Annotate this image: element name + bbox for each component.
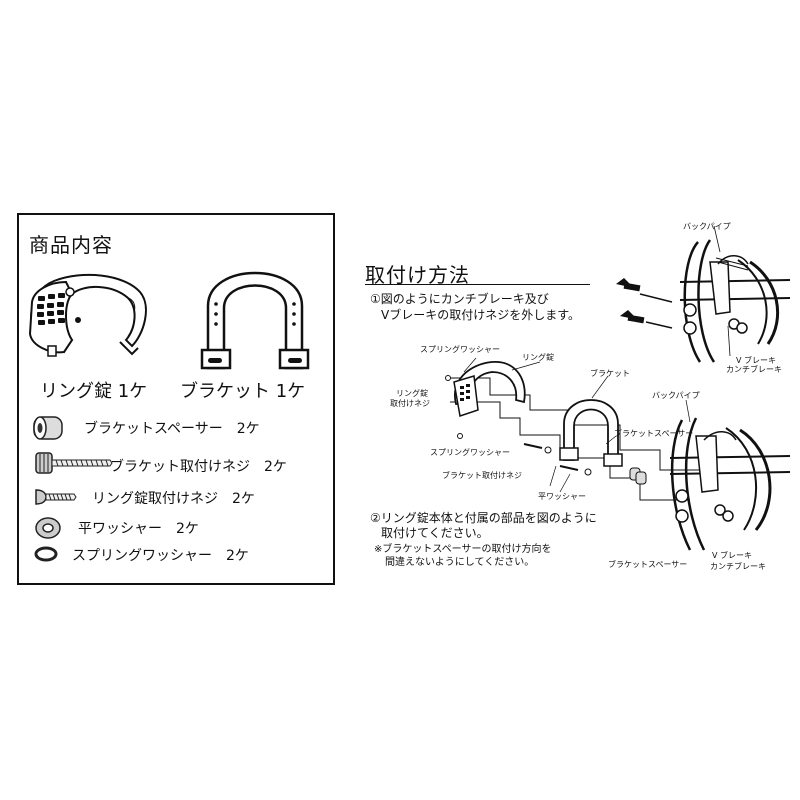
- part-bracket-screw: ブラケット取付けネジ 2ケ: [110, 459, 287, 475]
- part-bracket-spacer: ブラケットスペーサー 2ケ: [84, 421, 260, 437]
- note-line1: ※ブラケットスペーサーの取付け方向を: [374, 544, 552, 555]
- part-flat-washer: 平ワッシャー 2ケ: [78, 521, 199, 537]
- part-spring-washer: スプリングワッシャー 2ケ: [72, 548, 249, 564]
- d2-bracket-screw-label: ブラケット取付けネジ: [442, 471, 522, 480]
- d2-ring-lock-screw-label-1: リング錠: [396, 389, 428, 398]
- ring-lock-image: [28, 273, 147, 357]
- diagram-assembly: [445, 357, 791, 551]
- d2-bracket-spacer-upper-label: ブラケットスペーサー: [614, 429, 694, 438]
- step2-line2: 取付けてください。: [381, 526, 489, 540]
- step2-line1: ②リング錠本体と付属の部品を図のように: [370, 511, 597, 525]
- d2-flat-washer-label: 平ワッシャー: [538, 492, 586, 501]
- d2-ring-lock-screw-label-2: 取付けネジ: [390, 399, 430, 408]
- d2-cantilever-label: カンチブレーキ: [710, 562, 766, 571]
- d2-spring-washer-top-label: スプリングワッシャー: [420, 345, 500, 354]
- flat-washer-image: [35, 517, 61, 539]
- part-ring-lock-screw: リング錠取付けネジ 2ケ: [92, 491, 255, 507]
- step1-line2: Vブレーキの取付けネジを外します。: [381, 308, 581, 322]
- contents-box: [17, 213, 335, 585]
- bracket-caption: ブラケット 1ケ: [180, 381, 306, 402]
- d2-bracket-label: ブラケット: [590, 369, 630, 378]
- d1-v-brake-label: V ブレーキ: [736, 356, 777, 365]
- contents-title: 商品内容: [29, 233, 113, 257]
- bracket-image: [200, 271, 310, 370]
- ring-lock-caption: リング錠 1ケ: [40, 381, 148, 402]
- diagram-brake-removal: [616, 225, 791, 363]
- d1-back-pipe-label: バックパイプ: [683, 222, 731, 231]
- note-line2: 間違えないようにしてください。: [385, 557, 535, 568]
- d1-cantilever-label: カンチブレーキ: [726, 365, 782, 374]
- d2-v-brake-label: V ブレーキ: [712, 551, 753, 560]
- title-underline: [365, 284, 590, 285]
- d2-ring-lock-label: リング錠: [522, 353, 554, 362]
- d2-spring-washer-bottom-label: スプリングワッシャー: [430, 448, 510, 457]
- bracket-spacer-image: [33, 416, 63, 440]
- d2-back-pipe-label: バックパイプ: [652, 391, 700, 400]
- d2-bracket-spacer-lower-label: ブラケットスペーサー: [608, 560, 688, 569]
- spring-washer-image: [34, 546, 58, 562]
- installation-title: 取付け方法: [365, 263, 470, 287]
- ring-lock-screw-image: [35, 489, 77, 505]
- step1-line1: ①図のようにカンチブレーキ及び: [370, 292, 549, 306]
- bracket-screw-image: [35, 452, 113, 474]
